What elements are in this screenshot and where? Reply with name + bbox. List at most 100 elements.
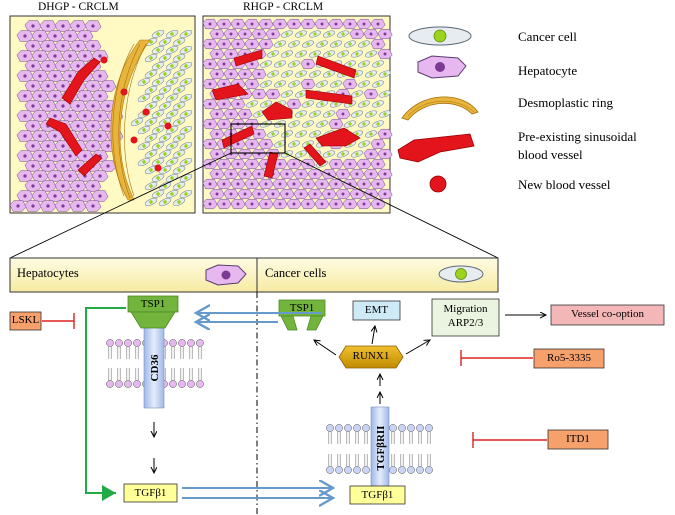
legend-cancer-cell-swatch xyxy=(408,26,472,46)
dhgp-title: DHGP - CRCLM xyxy=(38,1,119,13)
cancer-cell xyxy=(295,30,307,38)
ro5-inhibition xyxy=(460,350,533,366)
hepatocyte-nucleus xyxy=(61,104,65,108)
phospholipid-tail xyxy=(391,454,395,467)
hepatocyte-nucleus xyxy=(46,144,50,148)
phospholipid-head xyxy=(362,424,370,432)
hepatocyte-nucleus xyxy=(299,192,303,196)
tsp1-hepatocyte-label: TSP1 xyxy=(140,298,166,310)
phospholipid-head xyxy=(178,380,186,388)
cancer-cell xyxy=(372,80,384,88)
itd1-label: ITD1 xyxy=(566,433,590,445)
hepatocyte-nucleus xyxy=(53,154,57,158)
hepatocytes-header-box xyxy=(9,257,258,293)
hepatocyte-nucleus xyxy=(243,172,247,176)
phospholipid-tail xyxy=(180,346,184,359)
hepatocyte-nucleus xyxy=(23,54,27,58)
hepatocyte-nucleus xyxy=(215,152,219,156)
hepatocyte-nucleus xyxy=(243,192,247,196)
cancer-cell xyxy=(165,141,179,151)
phospholipid-head xyxy=(187,380,195,388)
cancer-cell xyxy=(351,150,363,158)
cancer-cell xyxy=(158,149,172,159)
hepatocyte-nucleus xyxy=(61,84,65,88)
hepatocyte-nucleus xyxy=(53,74,57,78)
cancer-cell xyxy=(281,30,293,38)
cancer-cell xyxy=(267,70,279,78)
phospholipid-head xyxy=(353,424,361,432)
cancer-cell xyxy=(379,110,391,118)
hepatocyte-nucleus xyxy=(376,162,380,166)
phospholipid-head xyxy=(344,424,352,432)
cd36-label: CD36 xyxy=(149,354,161,381)
hepatocyte-nucleus xyxy=(243,72,247,76)
phospholipid-tail xyxy=(409,431,413,444)
cancer-cell xyxy=(316,80,328,88)
hepatocyte-nucleus xyxy=(16,204,20,208)
hepatocyte-nucleus xyxy=(76,184,80,188)
dhgp-new-vessel xyxy=(120,88,128,96)
phospholipid-head xyxy=(115,380,123,388)
phospholipid-tail xyxy=(418,431,422,444)
phospholipid-head xyxy=(326,424,334,432)
cancer-cell xyxy=(179,189,193,199)
cancer-cell xyxy=(172,101,186,111)
hepatocyte-nucleus xyxy=(348,82,352,86)
tgfb1-cancer-label: TGFβ1 xyxy=(361,489,394,501)
phospholipid-tail xyxy=(328,431,332,444)
cancer-cell xyxy=(158,181,172,191)
cancer-cell xyxy=(309,130,321,138)
cancer-cell xyxy=(158,37,172,47)
hepatocyte-nucleus xyxy=(68,34,72,38)
hepatocyte-nucleus xyxy=(383,32,387,36)
hepatocyte-nucleus xyxy=(106,164,110,168)
cancer-cell xyxy=(281,90,293,98)
hepatocyte-nucleus xyxy=(222,162,226,166)
hepatocyte-nucleus xyxy=(91,124,95,128)
phospholipid-head xyxy=(425,424,433,432)
cancer-cell xyxy=(330,80,342,88)
cancer-cell xyxy=(144,181,158,191)
phospholipid-head xyxy=(362,466,370,474)
cancer-cell xyxy=(165,93,179,103)
tgfb1-hepatocyte-box xyxy=(123,483,178,503)
cancer-cell xyxy=(172,197,186,207)
hepatocyte-nucleus xyxy=(236,162,240,166)
hepatocyte-nucleus xyxy=(222,102,226,106)
cancer-cell xyxy=(302,40,314,48)
dhgp-panel xyxy=(9,15,196,214)
hepatocyte-nucleus xyxy=(38,74,42,78)
hepatocyte-nucleus xyxy=(278,202,282,206)
hepatocyte-nucleus xyxy=(306,62,310,66)
cancer-cell xyxy=(151,189,165,199)
hepatocyte-nucleus xyxy=(236,22,240,26)
hepatocyte-nucleus xyxy=(46,164,50,168)
cancer-cell xyxy=(151,29,165,39)
cancer-cell xyxy=(179,141,193,151)
phospholipid-tail xyxy=(189,368,193,381)
legend-new-vessel-swatch xyxy=(429,175,447,193)
zoom-region-box xyxy=(230,123,286,154)
phospholipid-tail xyxy=(171,346,175,359)
cancer-cell xyxy=(179,109,193,119)
cancer-cell xyxy=(274,80,286,88)
phospholipid-head xyxy=(133,380,141,388)
phospholipid-head xyxy=(344,466,352,474)
hepatocyte-nucleus xyxy=(68,74,72,78)
hepatocyte-nucleus xyxy=(376,22,380,26)
rhgp-sinusoidal-vessel xyxy=(315,127,361,147)
hepatocyte-nucleus xyxy=(83,194,87,198)
hepatocyte-nucleus xyxy=(320,22,324,26)
cancer-cell xyxy=(151,141,165,151)
phospholipid-tail xyxy=(400,454,404,467)
hepatocyte-nucleus xyxy=(98,194,102,198)
hepatocyte-nucleus xyxy=(68,174,72,178)
hepatocyte-nucleus xyxy=(271,32,275,36)
cancer-cell xyxy=(358,140,370,148)
hepatocyte-nucleus xyxy=(229,72,233,76)
cancer-cell xyxy=(172,37,186,47)
cancer-cell xyxy=(137,125,151,135)
phospholipid-head xyxy=(106,339,114,347)
legend-cancer-cell-label: Cancer cell xyxy=(518,29,577,44)
cancer-cell xyxy=(365,130,377,138)
